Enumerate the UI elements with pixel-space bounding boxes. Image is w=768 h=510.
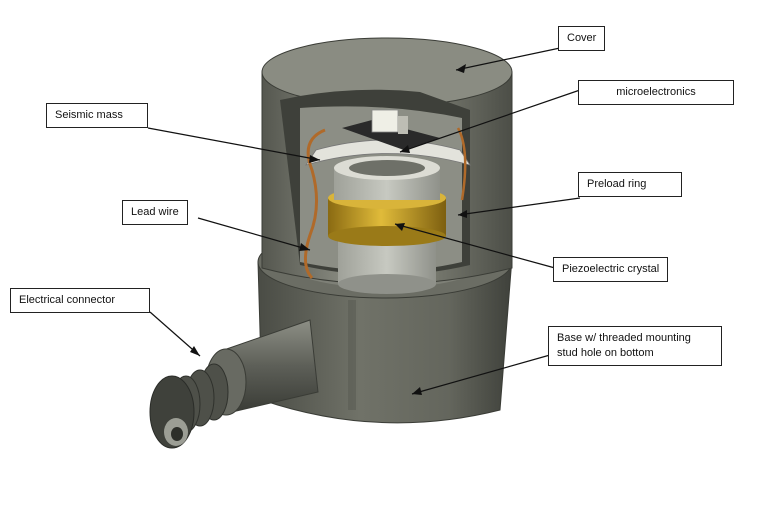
leader-lines — [147, 47, 581, 395]
lead-wire-shape — [304, 128, 326, 280]
label-preload-ring: Preload ring — [578, 172, 682, 197]
leader-arrowheads — [190, 64, 467, 395]
label-base-line2: stud hole on bottom — [557, 347, 654, 359]
label-piezoelectric-crystal: Piezoelectric crystal — [553, 257, 669, 282]
label-seismic-mass: Seismic mass — [46, 103, 148, 128]
inner-assembly — [305, 109, 471, 294]
label-electrical-connector: Electrical connector — [10, 288, 150, 313]
seismic-mass-shape — [305, 139, 471, 166]
label-microelectronics: microelectronics — [578, 80, 734, 105]
label-base-line1: Base w/ threaded mounting — [557, 332, 691, 344]
microelectronics-chip-shape — [371, 109, 399, 133]
electrical-connector-shape — [149, 319, 319, 449]
label-base: Base w/ threaded mounting stud hole on b… — [548, 326, 722, 366]
label-lead-wire: Lead wire — [122, 200, 188, 225]
label-cover: Cover — [558, 26, 606, 51]
